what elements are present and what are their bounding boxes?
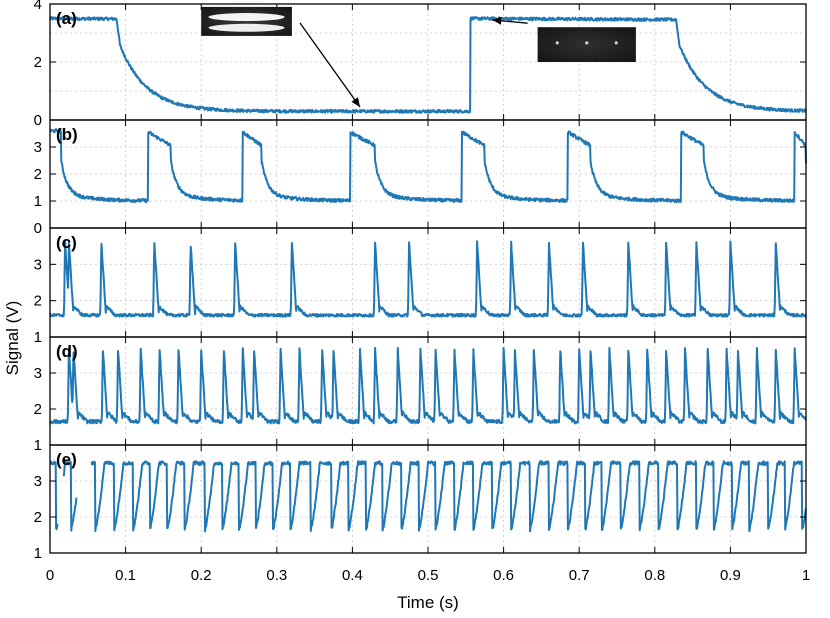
- y-tick-label: 1: [34, 437, 42, 454]
- x-tick-label: 0.9: [720, 567, 741, 584]
- x-tick-label: 0: [46, 567, 54, 584]
- glow-dot: [585, 41, 589, 45]
- x-axis-label: Time (s): [397, 593, 459, 612]
- y-tick-label: 3: [34, 256, 42, 273]
- bright-photo: [201, 6, 361, 108]
- x-tick-label: 0.6: [493, 567, 514, 584]
- panel-a: 0 2 4 (a): [34, 0, 807, 129]
- panel-b: 0 1 2 3 (b): [34, 119, 807, 237]
- x-tick-labels: 0 0.1 0.2 0.3 0.4 0.5 0.6 0.7 0.8 0.9 1: [46, 567, 810, 584]
- y-tick-label: 1: [34, 545, 42, 562]
- y-tick-label: 2: [34, 509, 42, 526]
- dark-photo: [492, 16, 636, 62]
- panel-label: (d): [56, 342, 78, 361]
- panel-c: 1 2 3 (c): [34, 227, 807, 346]
- y-tick-label: 4: [34, 0, 42, 13]
- arrow-head: [492, 16, 502, 25]
- y-tick-label: 0: [34, 220, 42, 237]
- panel-d: 1 2 3 (d): [34, 336, 807, 454]
- panels-layer: 0 2 4 (a) 0 1 2 3 (b) 1 2 3 (c) 1 2 3 (d) 1 2 3 (e): [34, 0, 807, 562]
- y-tick-label: 0: [34, 112, 42, 129]
- x-tick-label: 0.2: [191, 567, 212, 584]
- signal-trace: [49, 346, 807, 425]
- x-tick-label: 0.5: [418, 567, 439, 584]
- x-tick-label: 0.3: [266, 567, 287, 584]
- panel-label: (c): [56, 233, 77, 252]
- glow-dot: [614, 41, 618, 45]
- axes-frame: [49, 3, 807, 121]
- x-tick-label: 0.1: [115, 567, 136, 584]
- signal-trace: [49, 128, 807, 204]
- signal-trace: [49, 16, 807, 114]
- glow-band-bottom: [208, 23, 285, 32]
- x-tick-label: 1: [802, 567, 810, 584]
- panel-label: (e): [56, 450, 77, 469]
- panel-label: (a): [56, 9, 77, 28]
- signal-trace: [49, 240, 807, 318]
- arrow-head: [351, 97, 360, 107]
- x-tick-label: 0.4: [342, 567, 363, 584]
- x-tick-label: 0.8: [644, 567, 665, 584]
- y-tick-label: 2: [34, 293, 42, 310]
- y-tick-label: 2: [34, 401, 42, 418]
- signal-trace: [49, 460, 807, 533]
- pointer-arrow: [299, 22, 361, 108]
- panel-label: (b): [56, 125, 78, 144]
- y-axis-label: Signal (V): [3, 301, 22, 376]
- glow-dot: [555, 41, 559, 45]
- y-tick-label: 3: [34, 365, 42, 382]
- y-tick-label: 3: [34, 473, 42, 490]
- x-tick-label: 0.7: [569, 567, 590, 584]
- y-tick-label: 2: [34, 166, 42, 183]
- y-tick-label: 1: [34, 193, 42, 210]
- glow-band-top: [208, 13, 285, 22]
- y-tick-label: 3: [34, 139, 42, 156]
- y-tick-label: 2: [34, 54, 42, 71]
- panel-e: 1 2 3 (e): [34, 444, 807, 562]
- photo-background: [537, 27, 636, 62]
- y-tick-label: 1: [34, 329, 42, 346]
